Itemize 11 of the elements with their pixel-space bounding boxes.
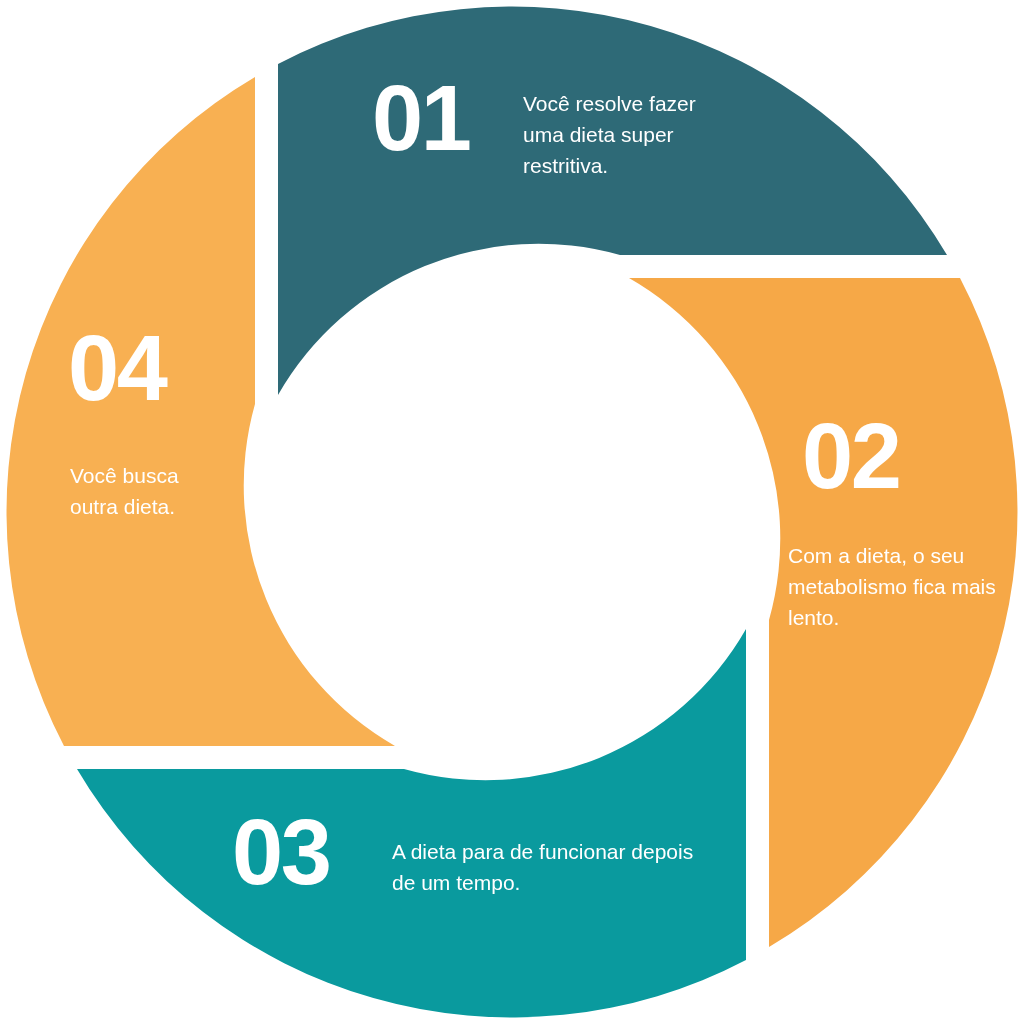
step-description: Você busca outra dieta. — [70, 463, 180, 520]
step-number: 01 — [372, 72, 470, 164]
step-description: Você resolve fazer uma dieta super restritiva. — [523, 91, 697, 179]
cycle-segment — [629, 278, 1017, 948]
step-description: A dieta para de funcionar depois de um tempo. — [392, 839, 695, 896]
step-number: 04 — [68, 322, 166, 414]
cycle-segment — [278, 7, 948, 395]
step-number: 03 — [232, 806, 330, 898]
cycle-segment — [76, 629, 746, 1017]
step-number: 02 — [802, 410, 900, 502]
step-description: Com a dieta, o seu metabolismo fica mais lento. — [788, 543, 997, 631]
